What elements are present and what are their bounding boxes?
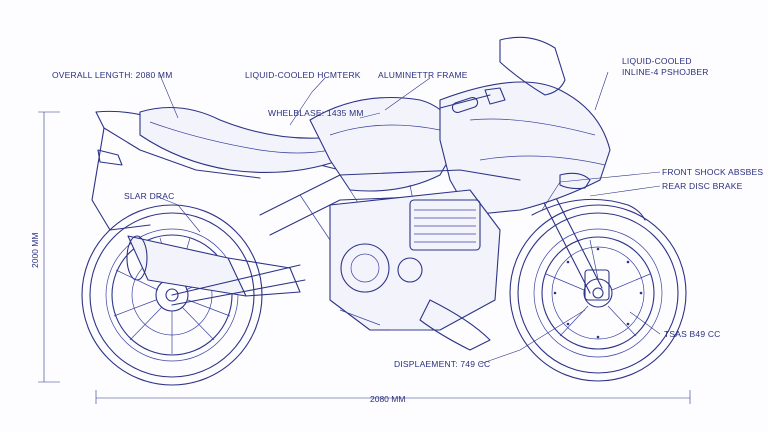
overall-length-label: OVERALL LENGTH: 2080 MM — [52, 70, 173, 80]
wheelbase-label: WHELBLASE: 1435 MM — [268, 108, 364, 118]
tsas-label: TSAS B49 CC — [664, 329, 721, 339]
displacement-label: DISPLAEMENT: 749 CC — [394, 359, 490, 369]
engine — [329, 189, 501, 351]
front-fairing — [439, 36, 611, 216]
rear-brake-label: REAR DISC BRAKE — [662, 181, 743, 191]
swingarm — [171, 264, 306, 306]
engine-right-label-line1: LIQUID-COOLED — [622, 56, 692, 66]
frame-label: ALUMINETTR FRAME — [378, 70, 468, 80]
engine-top-label: LIQUID-COOLED HCMTERK — [245, 70, 361, 80]
star-drac-label: SLAR DRAC — [124, 191, 174, 201]
handlebars — [439, 87, 506, 114]
front-shock-label: FRONT SHOCK ABSBES — [662, 167, 763, 177]
front-fork — [531, 189, 646, 301]
leader-lines — [157, 71, 661, 365]
engine-right-label-line2: INLINE-4 PSHOJBER — [622, 67, 709, 77]
front-wheel — [509, 204, 687, 382]
horizontal-dimension — [95, 390, 691, 404]
vertical-dimension — [38, 111, 60, 383]
exhaust — [126, 235, 301, 297]
horizontal-dimension-label: 2080 MM — [370, 394, 405, 404]
vertical-dimension-label: 2000 MM — [30, 233, 40, 268]
